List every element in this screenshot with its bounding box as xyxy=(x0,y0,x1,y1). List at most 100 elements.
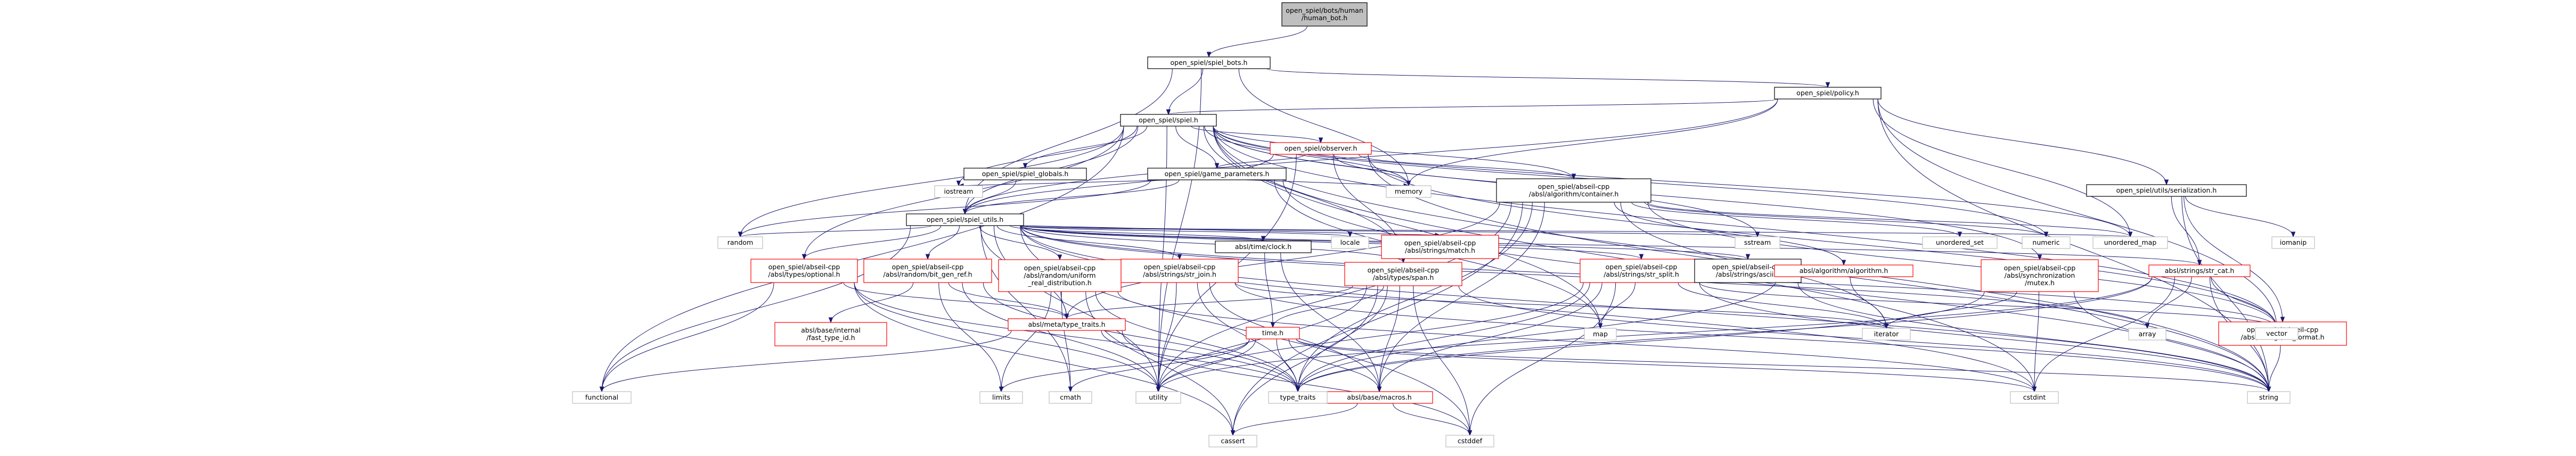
node-time-h[interactable]: time.h xyxy=(1246,327,1300,339)
node-box xyxy=(2092,236,2168,249)
node-container-h[interactable]: open_spiel/abseil-cpp/absl/algorithm/con… xyxy=(1496,178,1651,203)
arrowhead xyxy=(956,180,961,187)
node-optional-h[interactable]: open_spiel/abseil-cpp/absl/types/optiona… xyxy=(750,259,858,283)
node-label: open_spiel/policy.h xyxy=(1796,89,1859,97)
edge-line xyxy=(1408,98,1778,186)
edge-line xyxy=(1296,338,2269,392)
node-observer-h[interactable]: open_spiel/observer.h xyxy=(1270,142,1372,155)
edge-spiel_h-to-functional xyxy=(599,126,1124,393)
node-human-bot-h[interactable]: open_spiel/bots/human/human_bot.h xyxy=(1281,2,1368,27)
edge-line xyxy=(854,282,1233,436)
node-label: /absl/strings/ascii.h xyxy=(1716,270,1780,278)
edge-optional_h-to-type_traits xyxy=(854,282,1301,393)
node-unordered-map: unordered_map xyxy=(2092,236,2168,249)
edge-line xyxy=(1191,126,1321,143)
edge-game_parameters_h-to-spiel_utils_h xyxy=(962,179,1180,215)
edge-str_split_h-to-iterator xyxy=(1678,282,1889,329)
node-box xyxy=(1147,168,1287,180)
node-label: utility xyxy=(1149,393,1168,401)
node-spiel-h[interactable]: open_spiel/spiel.h xyxy=(1120,114,1217,127)
node-label: open_spiel/abseil-cpp xyxy=(2004,264,2076,272)
edge-line xyxy=(1647,202,2131,237)
node-box xyxy=(2022,236,2071,249)
arrowhead xyxy=(2164,179,2169,186)
node-box xyxy=(1862,328,1911,341)
edge-optional_h-to-cassert xyxy=(854,282,1236,436)
node-type-traits-h[interactable]: absl/meta/type_traits.h xyxy=(1008,318,1126,331)
node-str-join-h[interactable]: open_spiel/abseil-cpp/absl/strings/str_j… xyxy=(1121,259,1239,283)
node-span-h[interactable]: open_spiel/abseil-cpp/absl/types/span.h xyxy=(1344,262,1462,286)
edge-line xyxy=(964,179,1017,214)
edge-line xyxy=(1379,202,1545,392)
edge-line xyxy=(2147,276,2192,329)
node-label: locale xyxy=(1340,238,1360,246)
node-fast-type-id-h[interactable]: absl/base/internal/fast_type_id.h xyxy=(774,322,887,346)
node-spiel-globals-h[interactable]: open_spiel/spiel_globals.h xyxy=(963,168,1087,180)
node-macros-h[interactable]: absl/base/macros.h xyxy=(1326,391,1433,404)
node-label: string xyxy=(2259,393,2278,401)
node-box xyxy=(1922,236,1998,249)
edge-policy_h-to-unordered_map xyxy=(1872,98,2133,238)
node-label: open_spiel/spiel_globals.h xyxy=(982,170,1069,178)
edge-line xyxy=(1877,98,2277,328)
node-box xyxy=(2148,264,2251,277)
node-label: time.h xyxy=(1262,329,1283,337)
edge-line xyxy=(1280,252,1380,392)
node-algorithm-h[interactable]: absl/algorithm/algorithm.h xyxy=(1774,264,1913,277)
arrowhead xyxy=(1270,322,1275,328)
edge-line xyxy=(1158,68,1202,392)
node-locale: locale xyxy=(1331,236,1369,249)
edge-line xyxy=(1232,202,1523,436)
arrowhead xyxy=(925,254,930,260)
edge-line xyxy=(1066,202,1500,319)
node-label: /absl/synchronization xyxy=(2005,271,2075,279)
node-game-parameters-h[interactable]: open_spiel/game_parameters.h xyxy=(1147,168,1287,180)
node-mutex-h[interactable]: open_spiel/abseil-cpp/absl/synchronizati… xyxy=(1981,259,2099,292)
node-label: open_spiel/spiel.h xyxy=(1139,116,1198,124)
node-box xyxy=(1270,142,1372,155)
node-serialization-h[interactable]: open_spiel/utils/serialization.h xyxy=(2086,184,2247,197)
node-label: absl/time/clock.h xyxy=(1235,243,1291,251)
edge-line xyxy=(1001,338,1250,392)
node-box xyxy=(1981,259,2099,292)
node-box xyxy=(2255,327,2299,340)
node-box xyxy=(1735,236,1780,249)
edge-time_h-to-cstdint xyxy=(1296,338,2037,393)
node-label: /absl/random/uniform xyxy=(1024,271,1095,279)
node-policy-h[interactable]: open_spiel/policy.h xyxy=(1774,87,1882,100)
edge-spiel_utils_h-to-bit_gen_ref_h xyxy=(925,225,960,260)
edge-line xyxy=(1085,291,1233,436)
node-label: absl/meta/type_traits.h xyxy=(1028,320,1105,328)
node-match-h[interactable]: open_spiel/abseil-cpp/absl/strings/match… xyxy=(1381,235,1499,259)
arrowhead xyxy=(828,317,833,324)
node-box xyxy=(906,213,1024,226)
node-bit-gen-ref-h[interactable]: open_spiel/abseil-cpp/absl/random/bit_ge… xyxy=(863,259,992,283)
node-label: open_spiel/bots/human xyxy=(1286,6,1363,14)
node-label: map xyxy=(1593,330,1608,338)
edge-line xyxy=(1158,276,2153,392)
node-str-split-h[interactable]: open_spiel/abseil-cpp/absl/strings/str_s… xyxy=(1580,259,1703,283)
node-str-cat-h[interactable]: absl/strings/str_cat.h xyxy=(2148,264,2251,277)
edge-line xyxy=(1245,179,1409,186)
edge-line xyxy=(1020,225,1642,260)
edge-line xyxy=(1175,126,1217,169)
edge-line xyxy=(601,330,1012,392)
node-box xyxy=(774,322,887,346)
node-box xyxy=(934,185,983,198)
edge-line xyxy=(1334,154,1409,186)
edge-serialization_h-to-iomanip xyxy=(2185,196,2296,238)
arrowhead xyxy=(1177,254,1182,260)
node-spiel-utils-h[interactable]: open_spiel/spiel_utils.h xyxy=(906,213,1024,226)
node-functional: functional xyxy=(572,391,632,404)
node-label: open_spiel/spiel_utils.h xyxy=(927,215,1003,223)
edge-line xyxy=(1117,291,2035,392)
arrowhead xyxy=(1841,260,1846,266)
node-clock-h[interactable]: absl/time/clock.h xyxy=(1215,241,1312,253)
edge-spiel_bots_h-to-policy_h xyxy=(1266,68,1830,88)
node-spiel-bots-h[interactable]: open_spiel/spiel_bots.h xyxy=(1147,56,1271,69)
arrowhead xyxy=(1467,430,1473,436)
edge-macros_h-to-cassert xyxy=(1230,403,1358,436)
arrowhead xyxy=(1166,109,1171,115)
edge-line xyxy=(2185,196,2294,237)
node-uniform-real-h[interactable]: open_spiel/abseil-cpp/absl/random/unifor… xyxy=(998,259,1122,292)
